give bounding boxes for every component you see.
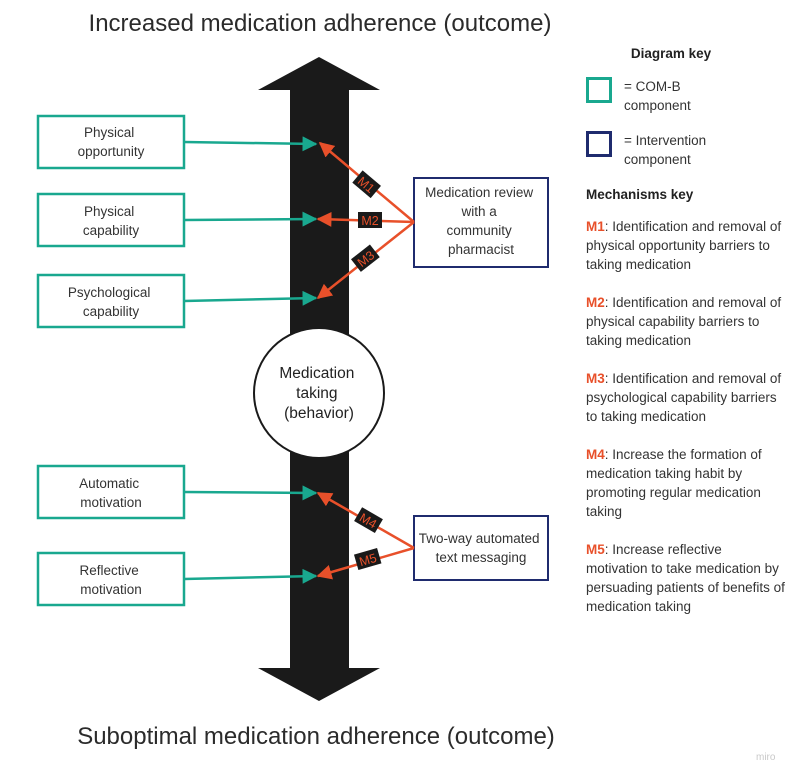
comb-box-reflective-motivation: Reflective motivation bbox=[36, 551, 186, 607]
comb-arrow-physical-capability bbox=[183, 211, 318, 227]
behavior-label: Medication taking (behavior) bbox=[279, 365, 358, 422]
mechanism-id-m1: M1 bbox=[586, 219, 605, 234]
intervention-swatch bbox=[586, 131, 612, 157]
svg-text:Reflective motivation: Reflective motivation bbox=[79, 563, 142, 597]
key-intervention-text: = Intervention component bbox=[624, 131, 764, 169]
svg-text:Physical capability: Physical capability bbox=[83, 204, 140, 238]
comb-box-automatic-motivation: Automatic motivation bbox=[36, 464, 186, 520]
key-intervention-row: = Intervention component bbox=[586, 131, 786, 169]
svg-text:Psychological capability: Psychological capability bbox=[68, 285, 154, 319]
behavior-circle bbox=[253, 327, 385, 459]
key-intervention-line2: component bbox=[624, 152, 691, 167]
key-intervention-line1: = Intervention bbox=[624, 133, 707, 148]
mechanism-text-m1: : Identification and removal of physical… bbox=[586, 219, 782, 272]
mechanism-text-m2: : Identification and removal of physical… bbox=[586, 295, 782, 348]
comb-box-physical-opportunity: Physical opportunity bbox=[36, 114, 186, 170]
comb-arrow-automatic-motivation bbox=[183, 485, 318, 501]
miro-watermark: miro bbox=[756, 752, 776, 763]
mechanism-item-m2: M2: Identification and removal of physic… bbox=[586, 293, 786, 350]
mechanism-id-m3: M3 bbox=[586, 371, 605, 386]
outcome-title-top: Increased medication adherence (outcome) bbox=[89, 10, 552, 37]
key-comb-line1: = COM-B bbox=[624, 79, 681, 94]
intervention-box-text-messaging: Two-way automated text messaging bbox=[413, 515, 549, 581]
mechanism-text-m4: : Increase the formation of medication t… bbox=[586, 447, 762, 519]
mechanism-id-m2: M2 bbox=[586, 295, 605, 310]
comb-box-physical-capability: Physical capability bbox=[36, 192, 186, 248]
mechanism-item-m4: M4: Increase the formation of medication… bbox=[586, 445, 786, 521]
key-comb-text: = COM-B component bbox=[624, 77, 764, 115]
keys-panel: Diagram key = COM-B component = Interven… bbox=[586, 44, 786, 635]
mechanism-id-m4: M4 bbox=[586, 447, 605, 462]
intervention-box-medication-review: Medication review with a community pharm… bbox=[413, 177, 549, 268]
comb-arrow-reflective-motivation bbox=[183, 568, 318, 584]
key-comb-row: = COM-B component bbox=[586, 77, 786, 115]
svg-text:Automatic motivation: Automatic motivation bbox=[79, 476, 143, 510]
diagram-key-title: Diagram key bbox=[630, 46, 712, 61]
key-comb-line2: component bbox=[624, 98, 691, 113]
mechanism-item-m5: M5: Increase reflective motivation to ta… bbox=[586, 540, 786, 616]
svg-text:Two-way automated text m: Two-way automated text messaging bbox=[419, 531, 544, 565]
comb-swatch bbox=[586, 77, 612, 103]
mechanism-text-m3: : Identification and removal of psycholo… bbox=[586, 371, 782, 424]
mechanism-item-m3: M3: Identification and removal of psycho… bbox=[586, 369, 786, 426]
comb-box-psychological-capability: Psychological capability bbox=[36, 273, 186, 329]
mechanism-text-m5: : Increase reflective motivation to take… bbox=[586, 542, 785, 614]
mechanism-item-m1: M1: Identification and removal of physic… bbox=[586, 217, 786, 274]
svg-text:Physical opportunity: Physical opportunity bbox=[78, 125, 145, 159]
mechanism-label-m5: M5 bbox=[358, 551, 379, 569]
mechanism-id-m5: M5 bbox=[586, 542, 605, 557]
outcome-title-bottom: Suboptimal medication adherence (outcome… bbox=[77, 723, 555, 750]
mechanisms-key-title: Mechanisms key bbox=[586, 187, 694, 202]
svg-text:Medication review with a: Medication review with a community pharm… bbox=[425, 185, 537, 257]
comb-arrow-psychological-capability bbox=[183, 290, 318, 306]
comb-arrow-physical-opportunity bbox=[183, 136, 318, 152]
mechanism-label-m2: M2 bbox=[361, 214, 378, 228]
